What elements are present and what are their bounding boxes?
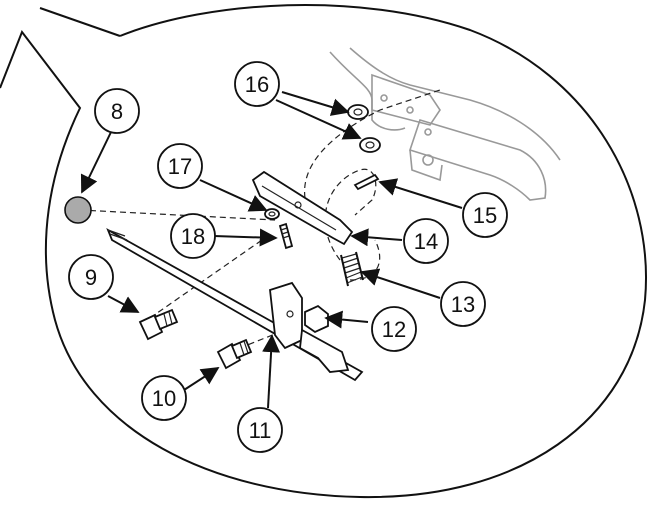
part-18-screw (278, 222, 294, 250)
callout-15-label: 15 (473, 203, 497, 228)
callout-16: 16 (234, 61, 280, 107)
callout-10: 10 (141, 375, 187, 421)
frame-background (329, 47, 561, 201)
callout-8-label: 8 (111, 99, 123, 124)
callout-12: 12 (371, 306, 417, 352)
part-13-spring (340, 251, 364, 287)
leader-arrows (80, 91, 463, 409)
callout-8: 8 (94, 88, 140, 134)
part-16-washers (347, 104, 381, 153)
callout-13: 13 (440, 281, 486, 327)
part-10-bolt (216, 338, 253, 370)
callout-15: 15 (462, 192, 508, 238)
magnifier-balloon-outline (0, 4, 647, 499)
callout-11: 11 (237, 407, 283, 453)
part-8-ball (64, 196, 92, 224)
callout-14-label: 14 (414, 229, 438, 254)
callout-16-label: 16 (245, 72, 269, 97)
part-14-lever (251, 170, 354, 246)
part-17-nut (264, 208, 280, 220)
callout-17-label: 17 (168, 154, 192, 179)
callout-14: 14 (403, 218, 449, 264)
callout-9-label: 9 (85, 265, 97, 290)
balloon-tail-top (39, 7, 121, 37)
part-11-shift-rod (106, 227, 364, 382)
callout-18: 18 (170, 213, 216, 259)
callout-9: 9 (68, 254, 114, 300)
part-15-pin (353, 173, 380, 191)
callout-12-label: 12 (382, 317, 406, 342)
callout-10-label: 10 (152, 386, 176, 411)
callout-17: 17 (157, 143, 203, 189)
callout-13-label: 13 (451, 292, 475, 317)
callout-11-label: 11 (249, 418, 272, 443)
part-12-block (304, 304, 329, 334)
part-9-bolt (138, 308, 179, 341)
callout-18-label: 18 (181, 224, 205, 249)
